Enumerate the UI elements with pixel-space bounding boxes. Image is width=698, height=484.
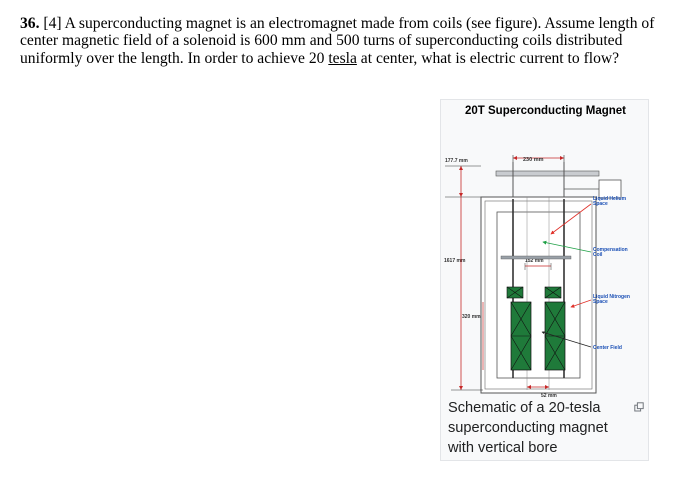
magnet-diagram: 230 mm 177.7 mm 1617 mm 152 mm [444,155,630,399]
question-body-2: at center, what is electric current to f… [356,49,620,67]
top-plate [495,170,600,177]
compensation-plate [500,255,572,260]
question-text: 36. [4] A superconducting magnet is an e… [20,15,684,67]
label-bottom-width: 52 mm [541,393,557,399]
main-coil-left [510,301,532,371]
svg-text:Space: Space [593,299,608,305]
label-total-height: 1617 mm [444,258,466,264]
expand-icon[interactable] [634,402,644,412]
arrow-liquid-helium [550,203,592,235]
svg-text:Coil: Coil [593,252,603,258]
svg-text:Liquid Nitrogen: Liquid Nitrogen [593,294,630,300]
label-top-height: 177.7 mm [445,158,468,164]
compensation-coil-right [544,286,562,299]
figure-title: 20T Superconducting Magnet [464,105,626,117]
question-number: 36. [20,15,40,32]
arrow-compensation-coil [542,240,592,253]
tesla-link[interactable]: tesla [328,49,357,67]
figure-caption: Schematic of a 20-tesla superconducting … [448,400,608,456]
svg-text:Center Field: Center Field [593,345,622,351]
question-points: [4] [43,15,62,32]
svg-text:Liquid Helium: Liquid Helium [593,196,627,202]
arrow-center-field [541,331,592,348]
svg-text:Space: Space [593,201,608,207]
svg-text:Compensation: Compensation [593,247,628,253]
figure-box: 20T Superconducting Magnet 230 mm 177.7 … [440,99,649,461]
question-body-1: A superconducting magnet is an electroma… [20,15,655,67]
label-top-width: 230 mm [523,157,544,163]
arrow-liquid-nitrogen [570,299,592,308]
label-bore-width: 152 mm [525,258,544,264]
compensation-coil-left [506,286,524,299]
label-coil-height: 320 mm [462,314,481,320]
